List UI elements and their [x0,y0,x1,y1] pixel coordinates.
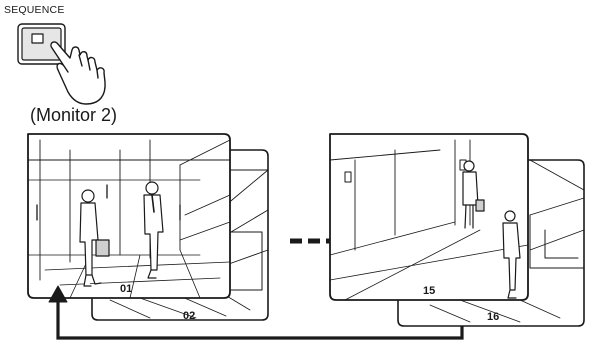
camera-frame-01 [28,134,230,298]
hand-pointer-icon [51,42,105,104]
frame-number-15: 15 [423,285,435,297]
frame-number-01: 01 [120,283,132,295]
frame-number-02: 02 [183,310,195,322]
frame-number-16: 16 [487,311,499,323]
camera-frame-15 [330,134,528,300]
